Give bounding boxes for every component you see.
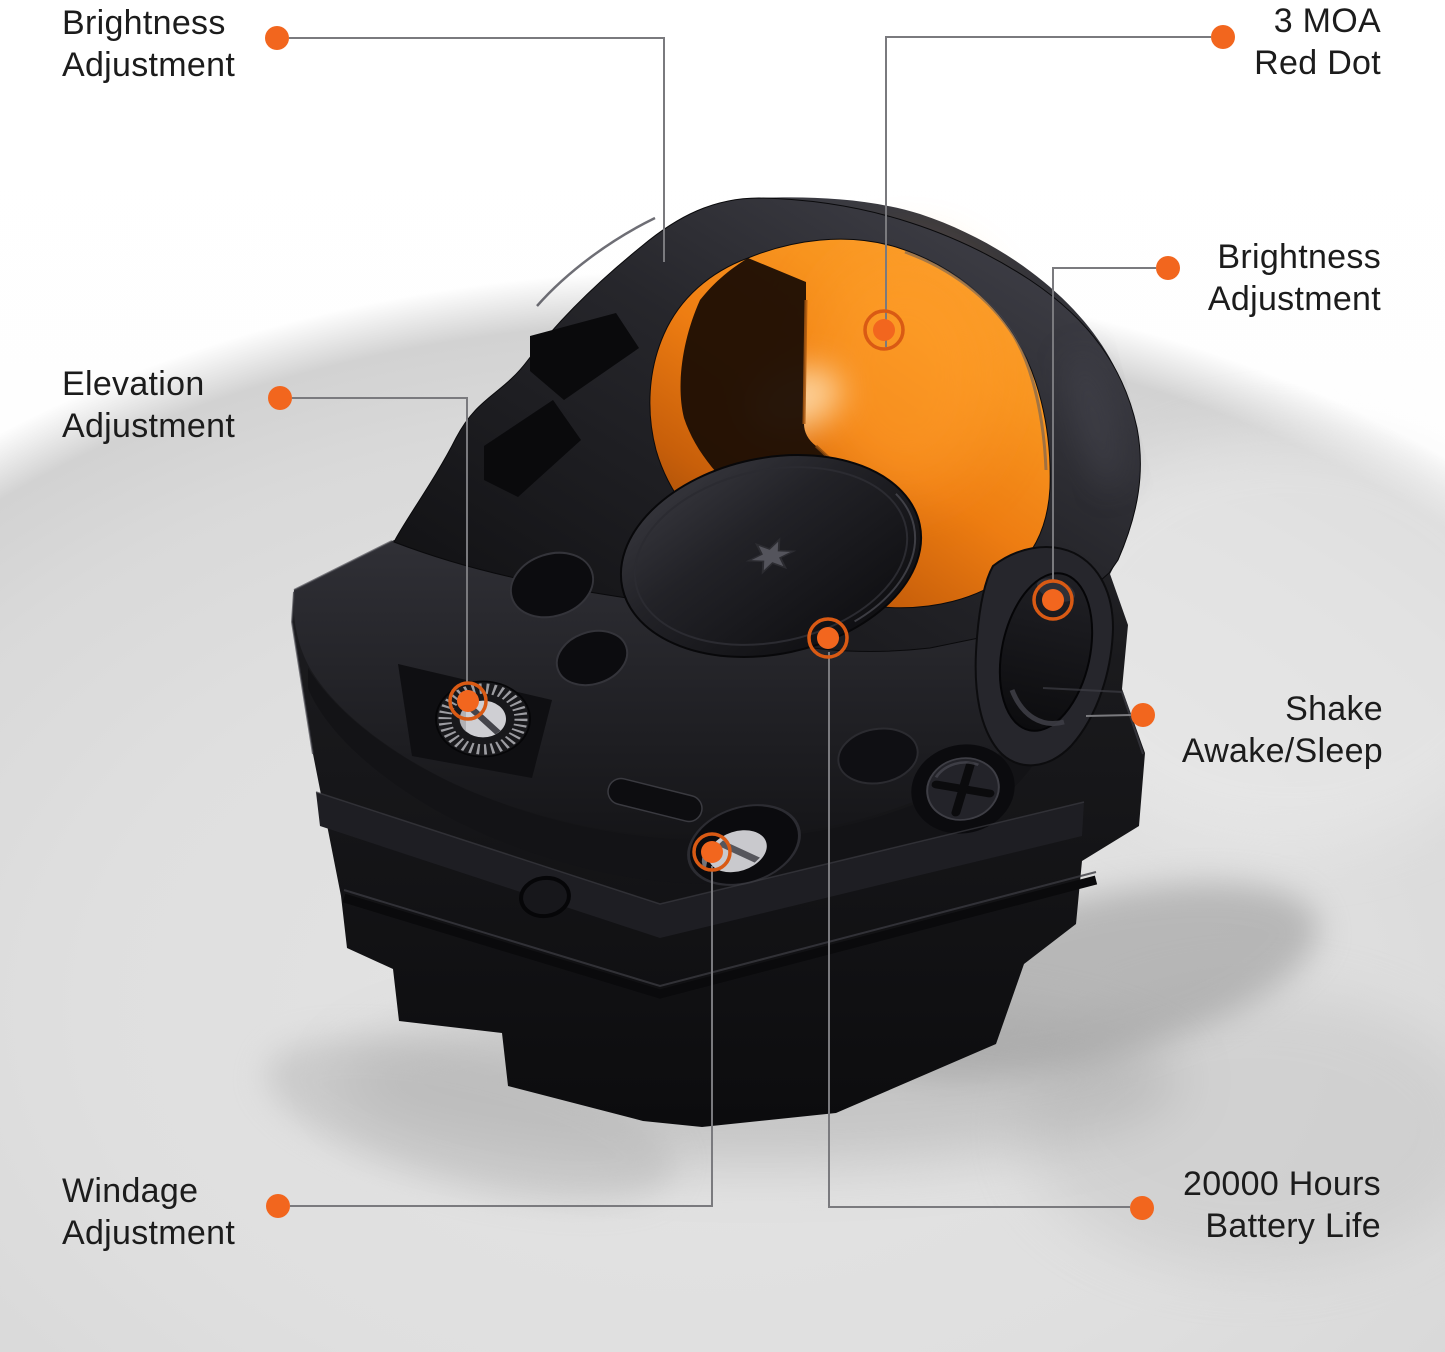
hood-edge-highlight [536, 216, 656, 307]
hood-side-sheen [1069, 352, 1121, 488]
leader-line-shake-awake [1085, 714, 1132, 717]
lens-glow [810, 255, 1000, 495]
mount-seam [316, 792, 1084, 938]
leader-line-brightness-side [1052, 267, 1156, 582]
callout-label-moa-red-dot: 3 MOA Red Dot [1254, 0, 1381, 84]
target-dot-elevation [457, 690, 479, 712]
callout-label-windage: Windage Adjustment [62, 1170, 235, 1254]
target-ring-elevation [448, 681, 488, 721]
label-line-1: Elevation [62, 365, 205, 403]
target-dot-windage [701, 841, 723, 863]
callout-label-brightness-top: Brightness Adjustment [62, 2, 235, 86]
target-ring-battery-life [807, 617, 849, 659]
label-line-2: Battery Life [1205, 1207, 1381, 1245]
label-line-1: 3 MOA [1273, 2, 1381, 40]
leader-line-windage [290, 866, 713, 1207]
rail-slot [342, 875, 1098, 999]
hood-inner-rim-light [904, 250, 1048, 471]
rail-slot-highlight [343, 871, 1097, 988]
leader-line-brightness-top [289, 37, 665, 262]
callout-label-brightness-side: Brightness Adjustment [1208, 236, 1381, 320]
callout-dot-moa-red-dot [1211, 25, 1235, 49]
target-dot-battery-life [817, 627, 839, 649]
callout-dot-battery-life [1130, 1196, 1154, 1220]
front-face [308, 668, 1046, 884]
callout-dot-elevation [268, 386, 292, 410]
callout-dot-brightness-side [1156, 256, 1180, 280]
label-line-2: Adjustment [62, 46, 236, 84]
callout-dot-shake-awake [1131, 703, 1155, 727]
label-line-2: Adjustment [1207, 280, 1381, 318]
label-line-1: Windage [62, 1172, 199, 1210]
red-dot-sight [290, 197, 1145, 1128]
label-line-2: Adjustment [62, 407, 236, 445]
target-ring-brightness-side [1032, 579, 1074, 621]
leader-line-moa-red-dot [885, 36, 1211, 347]
label-line-2: Awake/Sleep [1181, 732, 1383, 770]
label-line-1: Brightness [62, 4, 226, 42]
callout-dot-brightness-top [265, 26, 289, 50]
deck-slot [607, 777, 703, 823]
frame-rim-light-vertical [802, 299, 808, 425]
hood-cutouts [484, 313, 639, 497]
torx-screw-icon [745, 537, 797, 575]
callout-label-elevation: Elevation Adjustment [62, 363, 235, 447]
target-ring-moa-red-dot [863, 309, 905, 351]
label-line-1: Shake [1285, 690, 1383, 728]
label-line-1: Brightness [1217, 238, 1381, 276]
target-dot-brightness-side [1042, 589, 1064, 611]
face-hole [519, 875, 571, 919]
deck-recess-holes [509, 551, 919, 785]
callout-dot-windage [266, 1194, 290, 1218]
label-line-2: Red Dot [1254, 44, 1381, 82]
label-line-2: Adjustment [62, 1214, 236, 1252]
callout-label-shake-awake: Shake Awake/Sleep [1182, 688, 1383, 772]
leader-line-elevation [292, 397, 468, 684]
label-line-1: 20000 Hours [1183, 1165, 1381, 1203]
callout-label-battery-life: 20000 Hours Battery Life [1183, 1163, 1381, 1247]
edge-highlights [290, 540, 1144, 905]
leader-line-battery-life [828, 652, 1130, 1208]
windage-screw [687, 804, 801, 886]
phillips-screw [911, 744, 1015, 834]
target-dot-moa-red-dot [873, 319, 895, 341]
target-ring-windage [692, 832, 732, 872]
